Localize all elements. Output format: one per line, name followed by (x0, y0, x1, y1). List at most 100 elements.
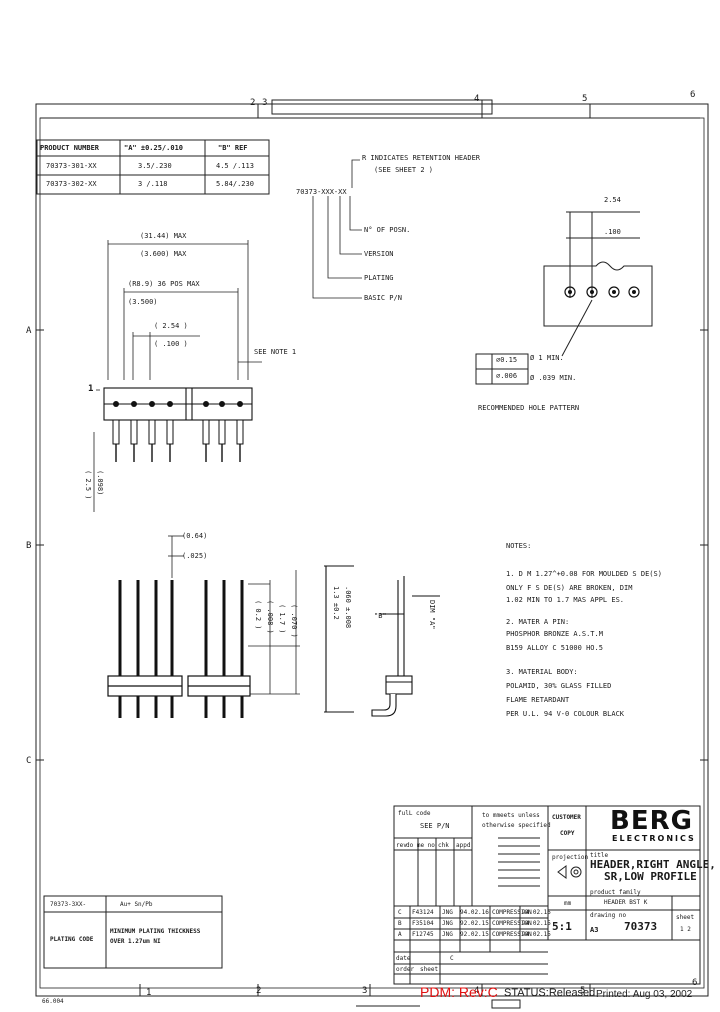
title-label: title (590, 852, 609, 859)
plating-value-1: MINIMUM PLATING THICKNESS (110, 928, 201, 935)
dim1-in: (3.600) MAX (140, 250, 187, 258)
front-view-dimensions (168, 535, 300, 695)
rev-letter: C (450, 955, 454, 962)
hole-3 (608, 286, 620, 298)
note-line-2: ONLY F S DE(S) ARE BROKEN, DIM (506, 584, 633, 592)
plating-value-2: OVER 1.27um NI (110, 938, 161, 945)
top-view-pins (112, 401, 244, 462)
top-pin-lead-7 (236, 419, 244, 445)
hole-1 (564, 286, 576, 298)
hole-center-1 (568, 290, 572, 294)
dim2-in: (3.500) (128, 298, 158, 306)
zone-bottom-3: 3 (362, 986, 368, 996)
hdr-rev: rev (396, 842, 407, 849)
top-pin-lead-4 (166, 419, 174, 445)
product-family-label: product family (590, 889, 641, 896)
plating-top-code: 70373-3XX- (50, 901, 87, 908)
hole-pattern-outline (475, 211, 653, 385)
drawing-frame (35, 103, 709, 997)
hole-center-3 (612, 290, 616, 294)
rev-row1-rev: C (398, 909, 402, 916)
note-line-5: PHOSPHOR BRONZE A.S.T.M (506, 630, 603, 638)
side-dim-a-in: .060 ±.008 (344, 586, 352, 629)
side-label-b: "B" (374, 612, 387, 620)
hole-4 (628, 286, 640, 298)
top-pin-lead-3 (148, 419, 156, 445)
spec-table-grid (36, 139, 270, 195)
zone-bottom-5: 5 (580, 986, 586, 996)
rev-row1-eco: F43124 (412, 909, 434, 916)
zone-top-5: 5 (582, 94, 588, 104)
part-number-code: 70373-XXX-XX (296, 188, 347, 196)
rev-row2-eco: F35104 (412, 920, 434, 927)
size-value: A3 (590, 926, 599, 934)
mm-label: mm (564, 900, 572, 907)
tol-note-2: otherwise specified (482, 822, 551, 829)
rev-row1-date: 94.02.16 (460, 909, 489, 916)
hdr-dome: do me no (406, 842, 435, 849)
top-view-connector (103, 387, 253, 421)
front-view-connector (107, 675, 251, 697)
top-pin-4 (167, 401, 173, 407)
projection-symbol (557, 865, 582, 879)
see-note-1: SEE NOTE 1 (254, 348, 297, 356)
retention-note-2: (SEE SHEET 2 ) (374, 166, 434, 174)
spec-row1-b: 4.5 /.113 (216, 162, 254, 170)
zone-bottom-4: 4 (474, 986, 480, 996)
spec-header-product: PRODUCT NUMBER (40, 144, 100, 152)
hole-center-4 (632, 290, 636, 294)
tol-value: SEE P/N (420, 822, 450, 830)
bottom-row-date: date (396, 955, 411, 962)
spec-row1-a: 3.5/.230 (138, 162, 172, 170)
plating-top-value: Au+ Sn/Pb (120, 901, 153, 908)
rev-row3-date2: 94.02.15 (522, 931, 551, 938)
side-dim-in: (.098) (96, 470, 104, 496)
side-dim-mm: ( 2.5 ) (84, 470, 92, 500)
spec-row1-product: 70373-301-XX (46, 162, 97, 170)
part-number-leaders (312, 159, 362, 299)
pitch-in: ( .100 ) (154, 340, 188, 348)
rev-row3-date: 92.02.15 (460, 931, 489, 938)
zone-bottom-1: 1 (146, 988, 152, 998)
tol-note-1: to mmeets unless (482, 812, 540, 819)
tol-label: fulL code (398, 810, 431, 817)
front-vdim-2: ( .008 ) (266, 600, 274, 634)
hole-pattern-holes (564, 286, 640, 298)
spec-header-a: "A" ±0.25/.010 (124, 144, 184, 152)
note-line-3: 1.02 MIN TO 1.7 MAS APPL ES. (506, 596, 625, 604)
dwg-no-label: drawing no (590, 912, 627, 919)
side-label-a: DIM "A" (428, 600, 436, 630)
rev-row3-rev: A (398, 931, 402, 938)
bottom-left-code: 66.004 (42, 998, 64, 1005)
projection-label: projection (552, 854, 589, 861)
front-dim-mm: (0.64) (182, 532, 208, 540)
top-pin-lead-1 (112, 419, 120, 445)
sheet-label: sheet (676, 914, 695, 921)
top-pin-6 (219, 401, 225, 407)
dim2-mm: (R8.9) 36 POS MAX (128, 280, 200, 288)
bottom-row-sheet: sheet (420, 966, 439, 973)
hole-dia-mm: Ø 1 MIN. (530, 354, 564, 362)
retention-note: R INDICATES RETENTION HEADER (362, 154, 481, 162)
front-vdim-1: ( 0.2 ) (254, 600, 262, 630)
top-pin-lead-5 (202, 419, 210, 445)
hole-pitch-in: .100 (604, 228, 621, 236)
spec-row2-b: 5.84/.230 (216, 180, 254, 188)
plating-table-grid (43, 895, 223, 969)
spec-row2-product: 70373-302-XX (46, 180, 97, 188)
dwg-no-value: 70373 (624, 920, 658, 933)
zone-left-a: A (26, 326, 32, 336)
note-line-7: 3. MATERIAL BODY: (506, 668, 578, 676)
note-line-10: PER U.L. 94 V-0 COLOUR BLACK (506, 710, 625, 718)
hole-tol-mm: ⌀0.15 (496, 356, 518, 364)
pn-label-posn: N° OF POSN. (364, 226, 411, 234)
top-title-bar (271, 99, 493, 115)
top-pin-7 (237, 401, 243, 407)
pdm-revision: PDM: Rev:C (420, 984, 498, 1000)
hole-2 (586, 286, 598, 298)
hole-pattern-caption: RECOMMENDED HOLE PATTERN (478, 404, 580, 412)
spec-row2-a: 3 /.118 (138, 180, 168, 188)
side-view (324, 565, 440, 717)
pn-label-basic: BASIC P/N (364, 294, 402, 302)
